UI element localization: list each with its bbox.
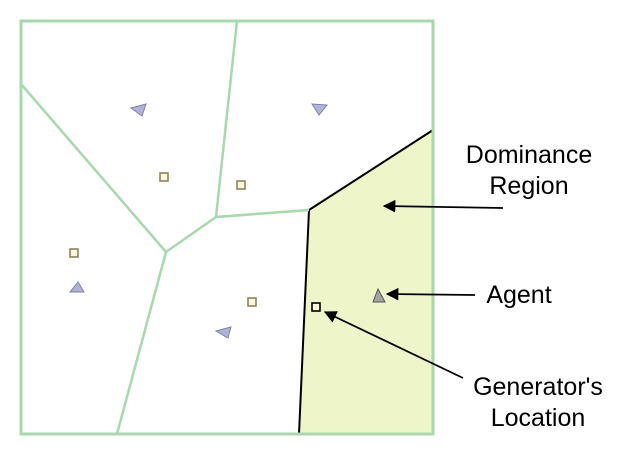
triangle-agent-icon (372, 287, 386, 303)
voronoi-edge (214, 20, 239, 218)
triangle-agent-icon (129, 103, 147, 117)
annotation-arrows (323, 199, 504, 379)
square-generator-icon (69, 248, 79, 258)
triangle-agent-icon (311, 103, 328, 116)
dominance-region-label-line1: Dominance (465, 141, 593, 169)
square-generator-icon (311, 302, 321, 312)
voronoi-edge (115, 251, 168, 435)
generator-location-label: Generator's Location (463, 372, 613, 434)
square-generator-icon (159, 172, 169, 182)
dominance-arrow (382, 199, 504, 213)
generator-location-label-line1: Generator's (473, 373, 603, 401)
dominance-region (297, 128, 434, 435)
triangle-agent-icon (68, 281, 85, 293)
agent-label: Agent (474, 280, 564, 311)
triangle-agent-icon (214, 326, 232, 339)
outer-boundary (19, 19, 435, 436)
voronoi-edges (20, 20, 310, 435)
voronoi-edge (20, 83, 167, 253)
dominance-region-label-line2: Region (489, 172, 569, 200)
agent-arrow (385, 287, 476, 301)
generator-arrow (323, 311, 464, 379)
agent-label-text: Agent (486, 281, 552, 309)
generators (69, 172, 321, 312)
voronoi-edge (215, 208, 310, 219)
voronoi-edge (165, 215, 217, 254)
dominance-region-label: Dominance Region (454, 140, 604, 202)
agents (68, 103, 386, 339)
square-generator-icon (236, 180, 246, 190)
generator-location-label-line2: Location (490, 404, 586, 432)
square-generator-icon (247, 297, 257, 307)
